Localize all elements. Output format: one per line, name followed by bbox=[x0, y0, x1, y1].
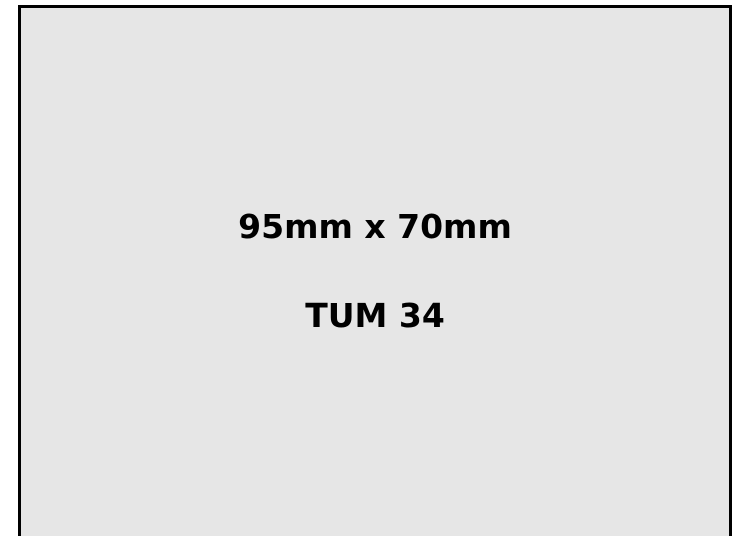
label-code: TUM 34 bbox=[305, 296, 445, 335]
label-dimensions: 95mm x 70mm bbox=[238, 207, 512, 246]
label-card: 95mm x 70mm TUM 34 bbox=[18, 5, 732, 536]
